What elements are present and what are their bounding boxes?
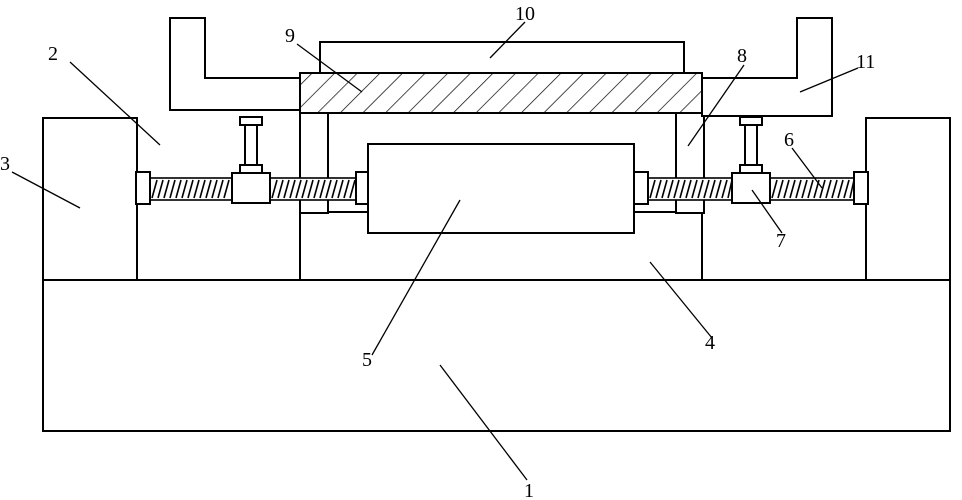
thread-stroke [343,179,350,199]
thread-stroke [151,179,158,199]
leader-8 [687,64,745,147]
leader-lines [11,21,859,481]
thread-stroke [831,179,838,199]
thread-stroke [679,179,686,199]
thread-stroke [843,179,850,199]
thread-stroke [825,179,832,199]
thread-stroke [271,179,278,199]
right-clamp-arm [701,17,833,117]
thread-stroke [301,179,308,199]
thread-stroke [217,179,224,199]
thread-stroke [193,179,200,199]
thread-stroke [655,179,662,199]
thread-stroke [187,179,194,199]
thread-stroke [715,179,722,199]
leader-5 [371,199,461,356]
thread-stroke [789,179,796,199]
leader-11 [799,67,859,93]
right-rod-flange [739,164,763,174]
leader-7 [751,189,783,234]
left-nut-block [231,172,271,204]
leader-1 [439,364,528,481]
label-1: 1 [524,480,534,500]
left-rod-flange [239,164,263,174]
label-10: 10 [515,3,535,25]
left-nut-assembly [231,116,271,204]
left-clamp-arm [169,17,301,111]
label-5: 5 [362,349,372,371]
label-3: 3 [0,153,10,175]
thread-stroke [349,179,356,199]
leader-3 [11,171,81,209]
right-inner-bearing [633,171,649,205]
thread-stroke [181,179,188,199]
base-plate [42,279,951,432]
thread-stroke [337,179,344,199]
thread-stroke [175,179,182,199]
thread-stroke [667,179,674,199]
label-4: 4 [705,332,715,354]
thread-stroke [795,179,802,199]
hatched-clamp-plate [299,72,703,114]
thread-stroke [223,179,230,199]
label-2: 2 [48,43,58,65]
thread-stroke [691,179,698,199]
thread-stroke [837,179,844,199]
thread-stroke [169,179,176,199]
thread-stroke [313,179,320,199]
label-8: 8 [737,45,747,67]
right-rod-cap [739,116,763,126]
leader-4 [649,261,713,339]
thread-stroke [661,179,668,199]
label-9: 9 [285,25,295,47]
thread-stroke [163,179,170,199]
thread-stroke [819,179,826,199]
thread-stroke [807,179,814,199]
thread-stroke [697,179,704,199]
lead-screw-threads [151,179,855,199]
thread-stroke [283,179,290,199]
label-6: 6 [784,129,794,151]
thread-stroke [325,179,332,199]
thread-stroke [709,179,716,199]
thread-stroke [319,179,326,199]
thread-stroke [801,179,808,199]
thread-stroke [783,179,790,199]
left-support-block [42,117,138,281]
leader-6 [791,147,823,189]
right-support-block [865,117,951,281]
leader-10 [489,21,526,59]
thread-stroke [157,179,164,199]
part-labels: 1 2 3 4 5 6 7 8 9 10 11 [0,3,875,500]
right-connecting-rod [744,124,758,168]
thread-stroke [771,179,778,199]
thread-stroke [673,179,680,199]
thread-stroke [721,179,728,199]
thread-stroke [703,179,710,199]
left-screw-bearing [135,171,151,205]
thread-stroke [277,179,284,199]
right-nut-assembly [731,116,771,204]
left-rod-cap [239,116,263,126]
label-7: 7 [776,230,786,252]
thread-stroke [685,179,692,199]
right-screw-bearing [853,171,869,205]
left-connecting-rod [244,124,258,168]
label-11: 11 [856,51,875,73]
thread-stroke [295,179,302,199]
right-nut-block [731,172,771,204]
thread-stroke [331,179,338,199]
thread-stroke [211,179,218,199]
leader-2 [69,61,161,146]
motor-body [367,143,635,234]
thread-stroke [205,179,212,199]
thread-stroke [307,179,314,199]
leader-9 [296,43,363,93]
thread-stroke [777,179,784,199]
workpiece [319,41,685,74]
thread-stroke [289,179,296,199]
thread-stroke [649,179,656,199]
thread-stroke [199,179,206,199]
